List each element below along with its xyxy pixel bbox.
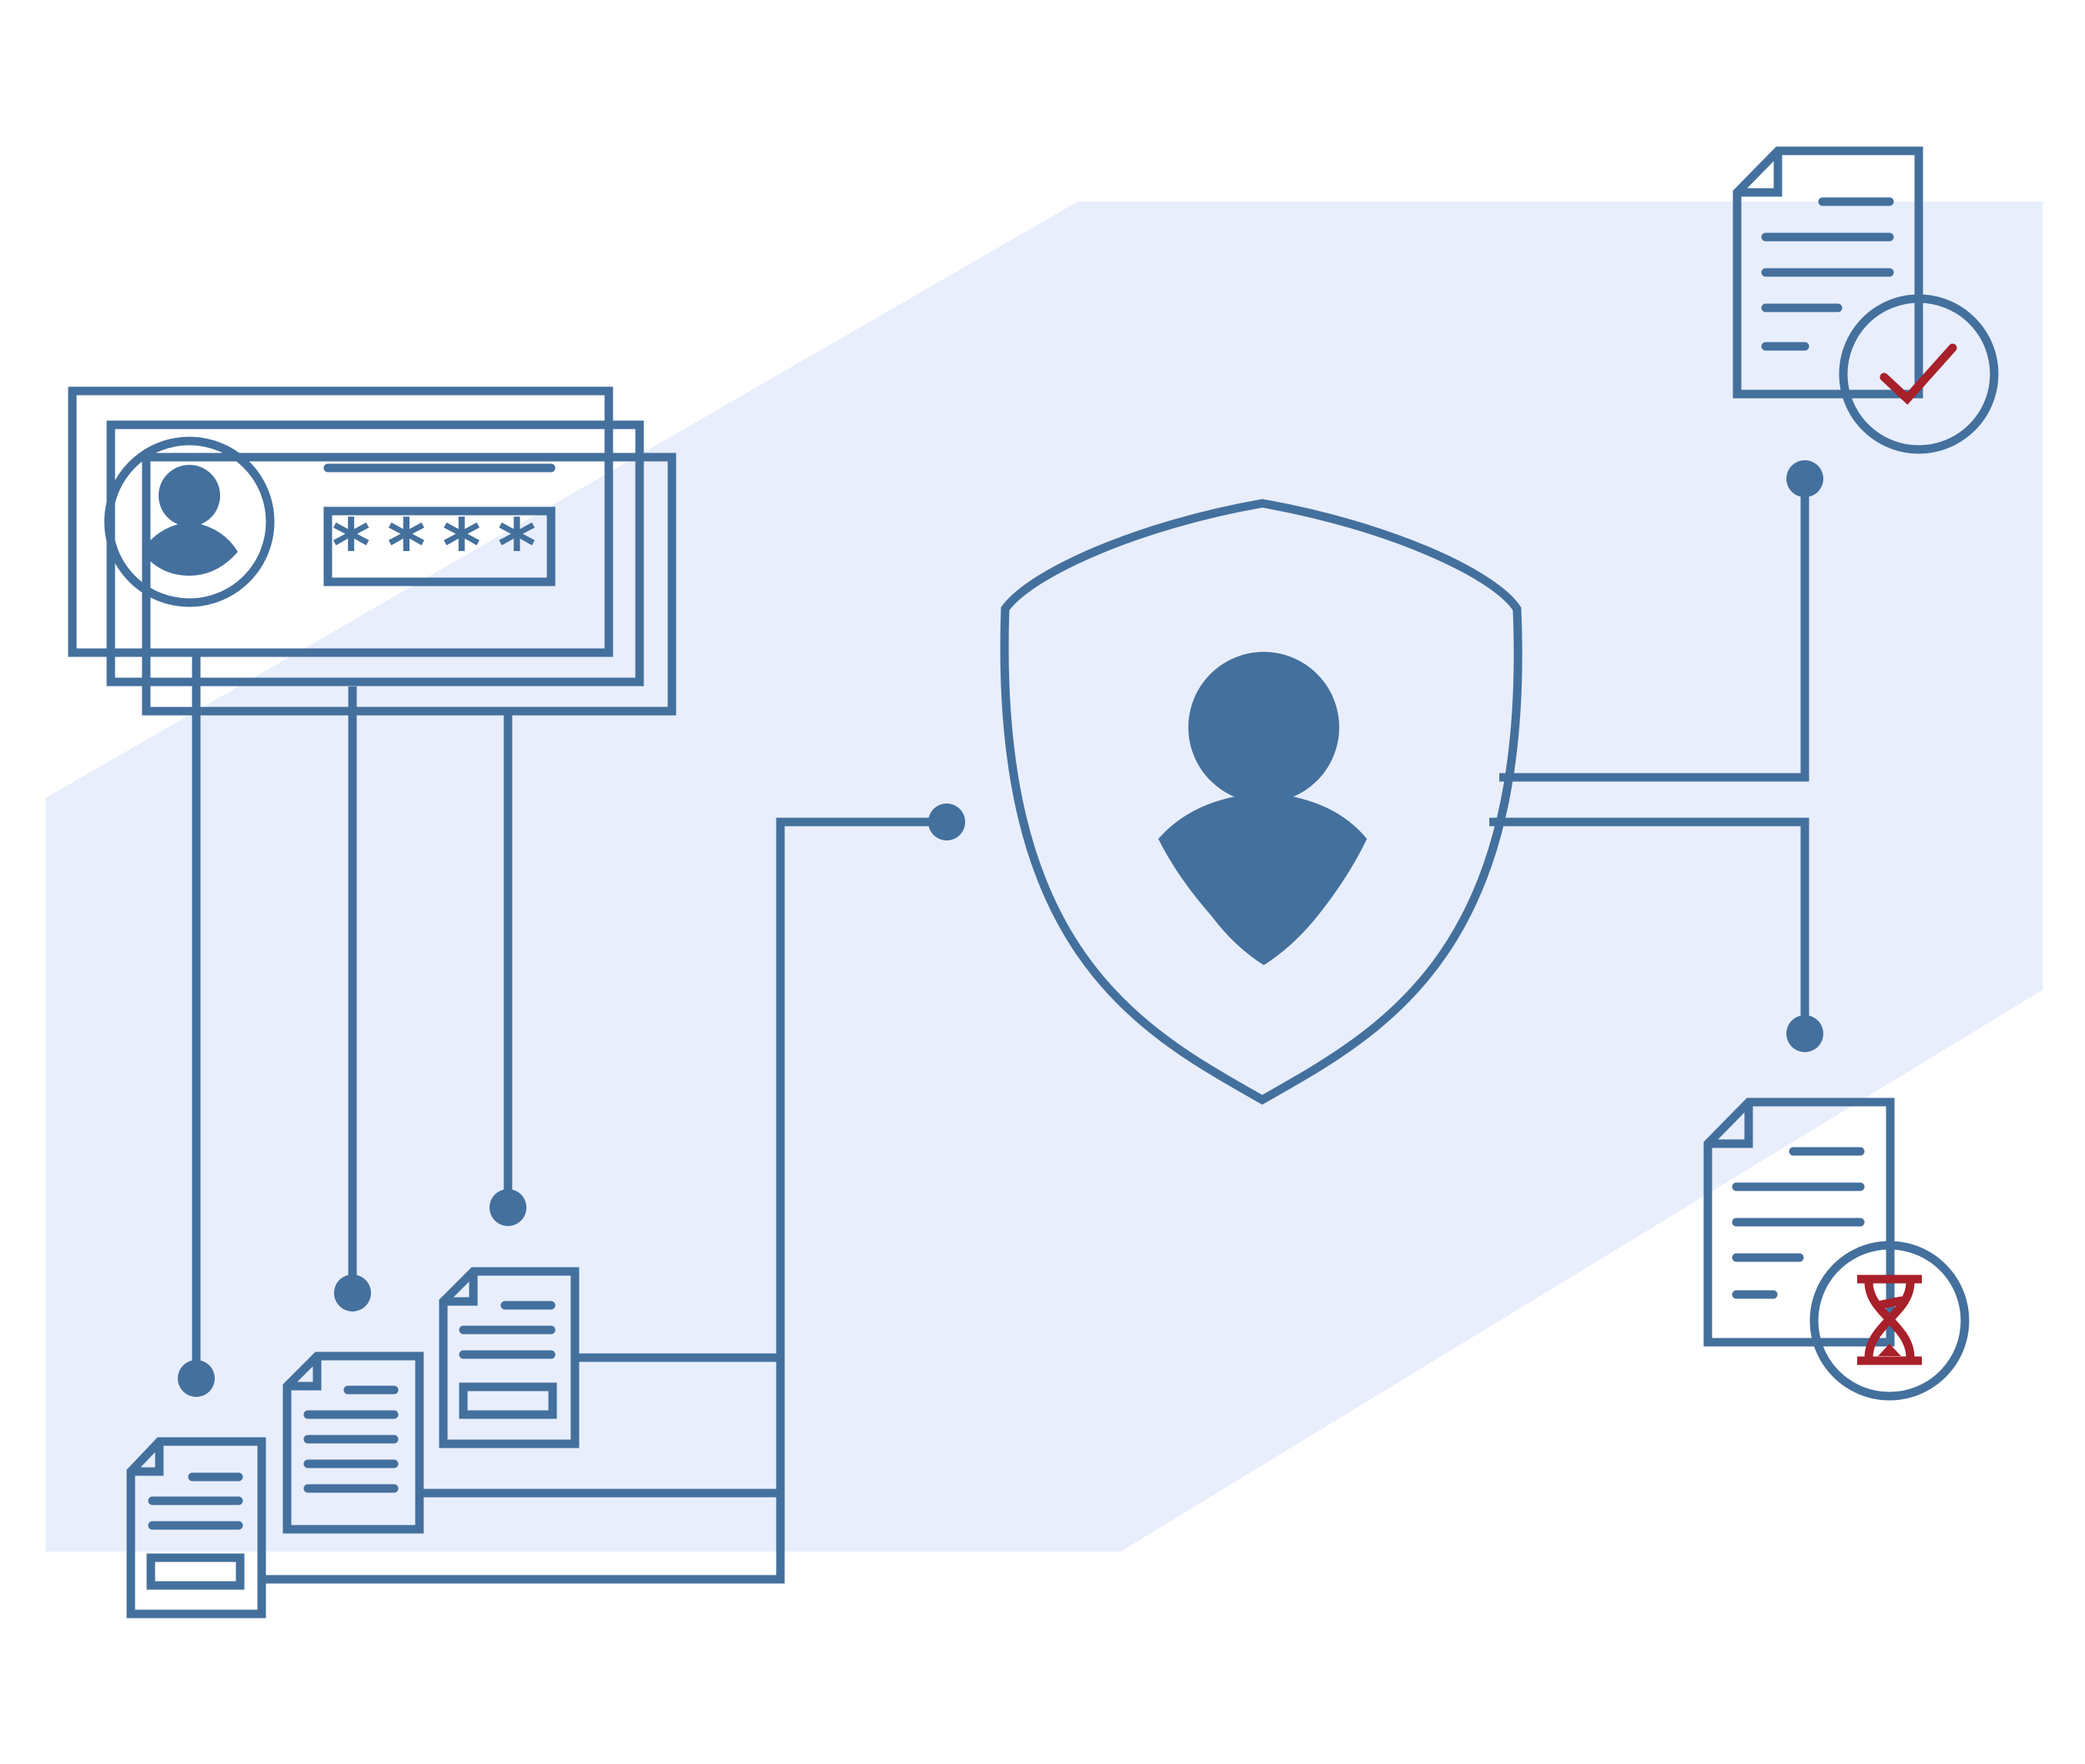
shield-user-body — [1158, 793, 1367, 965]
password-field — [323, 506, 556, 586]
document-2 — [282, 1351, 424, 1534]
user-avatar-icon — [104, 436, 275, 607]
connector-dot — [928, 803, 965, 840]
login-card-stack: **** — [68, 386, 677, 716]
connector-dot — [1786, 1015, 1823, 1052]
connector-dot — [490, 1189, 526, 1226]
connector-lines — [192, 493, 1809, 1584]
connector-dot — [178, 1360, 215, 1397]
connector-doc1-bus — [262, 817, 934, 1584]
checkmark-icon — [1839, 294, 1999, 454]
hourglass-icon — [1809, 1241, 1970, 1401]
shield-outer — [1000, 499, 1522, 1105]
shield-user-head — [1188, 652, 1339, 803]
connector-dot — [1786, 460, 1823, 497]
shield-user-icon — [1000, 499, 1522, 1105]
connector-shield-pending — [1489, 817, 1809, 1016]
verified-document — [1732, 146, 1999, 454]
pending-document — [1703, 1097, 1970, 1401]
connector-shield-verified — [1499, 493, 1809, 782]
card-back — [142, 453, 677, 716]
document-1 — [126, 1437, 266, 1619]
login-card — [68, 386, 613, 657]
password-mask-text: **** — [329, 503, 550, 590]
password-mask: **** — [329, 503, 550, 590]
connector-dots — [178, 460, 1823, 1397]
document-3 — [439, 1267, 580, 1448]
connector-dot — [334, 1275, 371, 1311]
